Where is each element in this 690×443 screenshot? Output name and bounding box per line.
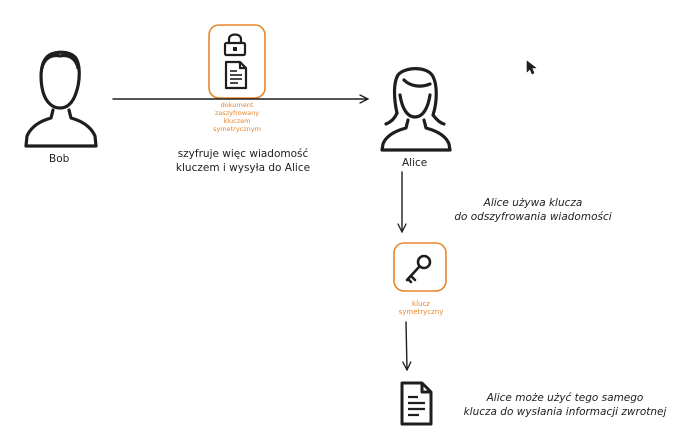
alice-label: Alice [402,157,428,169]
encrypted-document-caption: dokument zaszyfrowany kluczem symetryczn… [207,101,267,133]
note-line: klucza do wysłania informacji zwrotnej [463,406,667,418]
alice-user-icon [380,67,452,152]
lock-icon [223,33,247,57]
caption-line: zaszyfrowany [214,109,260,117]
note-line: Alice może użyć tego samego [486,392,644,404]
key-icon [405,254,432,284]
reply-arrow [406,321,407,369]
reply-step-text: Alice może użyć tego samego klucza do wy… [450,391,680,419]
caption-line: klucz [412,300,430,308]
symmetric-key-caption: klucz symetryczny [386,300,456,316]
encrypted-document-box [208,24,266,99]
reply-document-icon [400,381,433,426]
note-line: szyfruje więc wiadomość [177,148,309,160]
caption-line: symetrycznym [213,125,261,133]
caption-line: dokument [220,101,254,109]
caption-line: symetryczny [398,308,444,316]
note-line: kluczem i wysyła do Alice [175,162,311,174]
decrypt-step-text: Alice używa klucza do odszyfrowania wiad… [448,196,618,224]
note-line: do odszyfrowania wiadomości [454,211,612,223]
mouse-cursor-icon [526,60,537,75]
symmetric-key-box [393,242,447,292]
send-step-text: szyfruje więc wiadomość kluczem i wysyła… [158,147,328,175]
note-line: Alice używa klucza [483,197,583,209]
document-icon [224,60,248,90]
bob-label: Bob [49,153,70,165]
bob-user-icon [24,50,98,148]
caption-line: kluczem [223,117,251,125]
